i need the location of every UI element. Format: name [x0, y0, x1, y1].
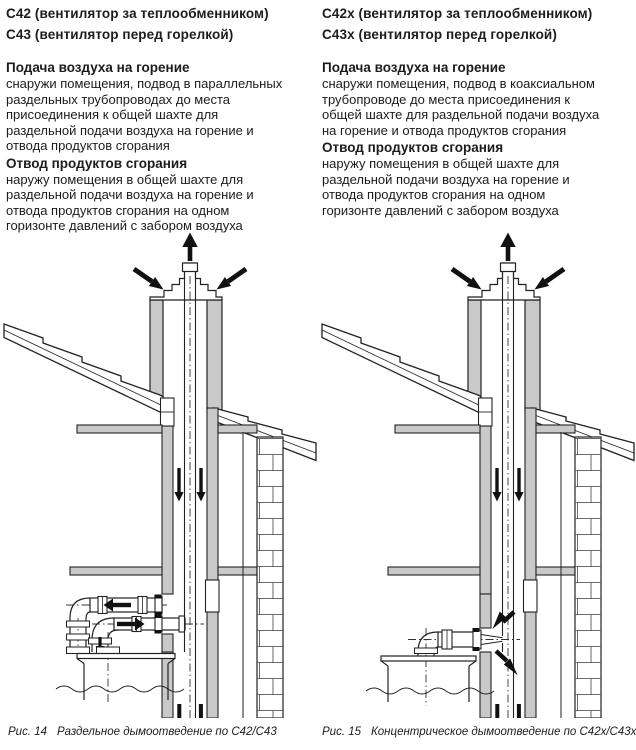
model-heading: C43 (вентилятор перед горелкой) [6, 27, 234, 42]
boiler [365, 655, 495, 702]
text-line: трубопроводе до места присоединения к [322, 91, 571, 107]
text-line: на горение и отвода продуктов сгорания [322, 122, 567, 138]
column-c42x-c43x: C42x (вентилятор за теплообменником) C43… [322, 3, 632, 218]
separate-pipe-connection [55, 594, 204, 704]
air-supply-pipe [66, 594, 163, 652]
text-line: раздельной подачи воздуха на горение и [6, 122, 254, 138]
flue-flow-arrow-icon [117, 617, 145, 631]
model-heading: C42 (вентилятор за теплообменником) [6, 6, 269, 21]
figure-caption: Рис. 14 Раздельное дымоотведение по C42/C… [8, 726, 277, 738]
figure-number: Рис. 14 [8, 726, 47, 738]
coaxial-connection-pipe [414, 628, 503, 656]
figure-caption-text: Раздельное дымоотведение по C42/C43 [57, 726, 277, 738]
text-line: горизонте давлений с забором воздуха [6, 218, 243, 233]
text-line: раздельных трубопроводах до места [6, 91, 230, 107]
figure-separate-flue-diagram [0, 230, 318, 718]
flue-gas-heading: Отвод продуктов сгорания [6, 155, 188, 171]
coaxial-pipe-connection [365, 593, 520, 706]
model-heading: C42x (вентилятор за теплообменником) [322, 6, 593, 21]
air-supply-heading: Подача воздуха на горение [322, 60, 506, 75]
text-line: горизонте давлений с забором воздуха [322, 202, 559, 218]
figure-caption: Рис. 15 Концентрическое дымоотведение по … [322, 726, 636, 738]
air-flow-arrow-icon [103, 598, 131, 612]
text-line: общей шахте для раздельной подачи воздух… [322, 107, 600, 122]
text-line: раздельной подачи воздуха на горение и [322, 171, 570, 187]
air-split-arrow-icon [494, 649, 518, 675]
text-line: наружу помещения в общей шахте для [322, 156, 560, 171]
boiler [55, 646, 185, 700]
text-line: снаружи помещения, подвод в коаксиальном [322, 76, 595, 91]
text-line: наружу помещения в общей шахте для [6, 171, 244, 187]
air-supply-heading: Подача воздуха на горение [6, 60, 190, 75]
text-line: снаружи помещения, подвод в параллельных [6, 76, 283, 91]
column-c42-c43: C42 (вентилятор за теплообменником) C43 … [6, 3, 312, 234]
air-split-arrow-icon [492, 610, 516, 629]
text-line: раздельной подачи воздуха на горение и [6, 187, 254, 202]
text-line: присоединения к общей шахте для [6, 107, 219, 122]
text-line: отвода продуктов сгорания на одном [6, 202, 230, 218]
model-heading: C43x (вентилятор перед горелкой) [322, 27, 557, 42]
text-line: отвода продуктов сгорания [6, 138, 170, 153]
break-line [55, 685, 185, 693]
text-line: отвода продуктов сгорания на одном [322, 187, 546, 202]
figure-coaxial-flue-diagram [318, 230, 636, 718]
figure-caption-text: Концентрическое дымоотведение по C42x/C4… [371, 726, 636, 738]
break-line [365, 687, 495, 695]
flue-gas-heading: Отвод продуктов сгорания [322, 140, 504, 155]
figure-number: Рис. 15 [322, 726, 361, 738]
